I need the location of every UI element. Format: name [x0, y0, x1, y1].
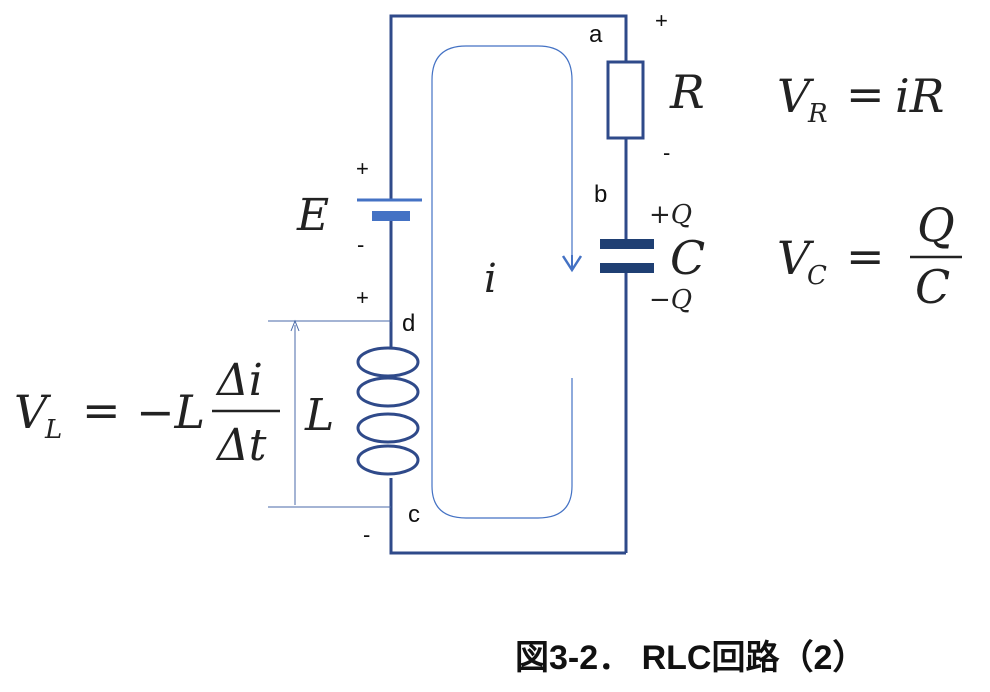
inductor-eq-prefix: −L: [136, 385, 205, 439]
battery: [357, 198, 422, 221]
inductor-eq-numerator: Δi: [215, 355, 263, 406]
resistor-eq-equals: =: [846, 67, 885, 121]
battery-symbol: E: [296, 190, 329, 241]
resistor-eq-lhs: V: [777, 69, 815, 123]
capacitor-symbol: C: [670, 231, 705, 285]
current-loop: [431, 45, 583, 519]
capacitor-eq-lhs: V: [777, 231, 815, 285]
resistor-equation: V R = iR: [777, 67, 944, 129]
inductor-eq-denominator: Δt: [215, 420, 267, 471]
inductor-equation: V L = −L Δi Δt: [14, 355, 280, 471]
node-label-d: d: [402, 310, 415, 337]
inductor-eq-subscript: L: [44, 415, 62, 445]
resistor-symbol: R: [669, 65, 705, 119]
resistor-eq-subscript: R: [807, 99, 828, 129]
node-label-a: a: [589, 21, 603, 48]
wire-top-and-right: [389, 14, 628, 199]
circuit-wires: [389, 14, 628, 555]
current-arrow-head: [561, 255, 583, 273]
capacitor: [600, 239, 654, 273]
current-path: [431, 45, 573, 519]
inductor-coil: [356, 345, 420, 476]
figure-caption: 図3-2． RLC回路（2）: [515, 639, 867, 677]
node-label-b: b: [594, 181, 607, 208]
capacitor-eq-subscript: C: [807, 261, 827, 291]
capacitor-top-plate: [600, 239, 654, 249]
wire-bottom-left: [389, 478, 626, 555]
capacitor-bottom-plate: [600, 263, 654, 273]
current-symbol: i: [484, 256, 497, 302]
charge-plus-label: +Q: [649, 200, 692, 230]
polarity-plus-battery: +: [356, 156, 369, 181]
inductor-symbol: L: [304, 390, 334, 441]
node-label-c: c: [408, 501, 420, 528]
capacitor-eq-numerator: Q: [917, 198, 955, 252]
polarity-plus-inductor: +: [356, 285, 369, 310]
polarity-minus-battery: -: [357, 232, 364, 257]
inductor-eq-lhs: V: [14, 385, 52, 439]
capacitor-equation: V C = Q C: [777, 198, 962, 314]
resistor-eq-rhs: iR: [895, 69, 944, 123]
charge-minus-label: −Q: [649, 285, 692, 315]
polarity-minus-resistor: -: [663, 140, 670, 165]
capacitor-eq-denominator: C: [915, 260, 950, 314]
inductor-eq-equals: =: [82, 383, 121, 437]
battery-short-plate: [372, 211, 410, 221]
polarity-plus-top-right: +: [655, 8, 668, 33]
inductor-dimension: [268, 319, 391, 508]
resistor: [606, 60, 645, 140]
capacitor-eq-equals: =: [846, 229, 885, 283]
polarity-minus-inductor: -: [363, 522, 370, 547]
